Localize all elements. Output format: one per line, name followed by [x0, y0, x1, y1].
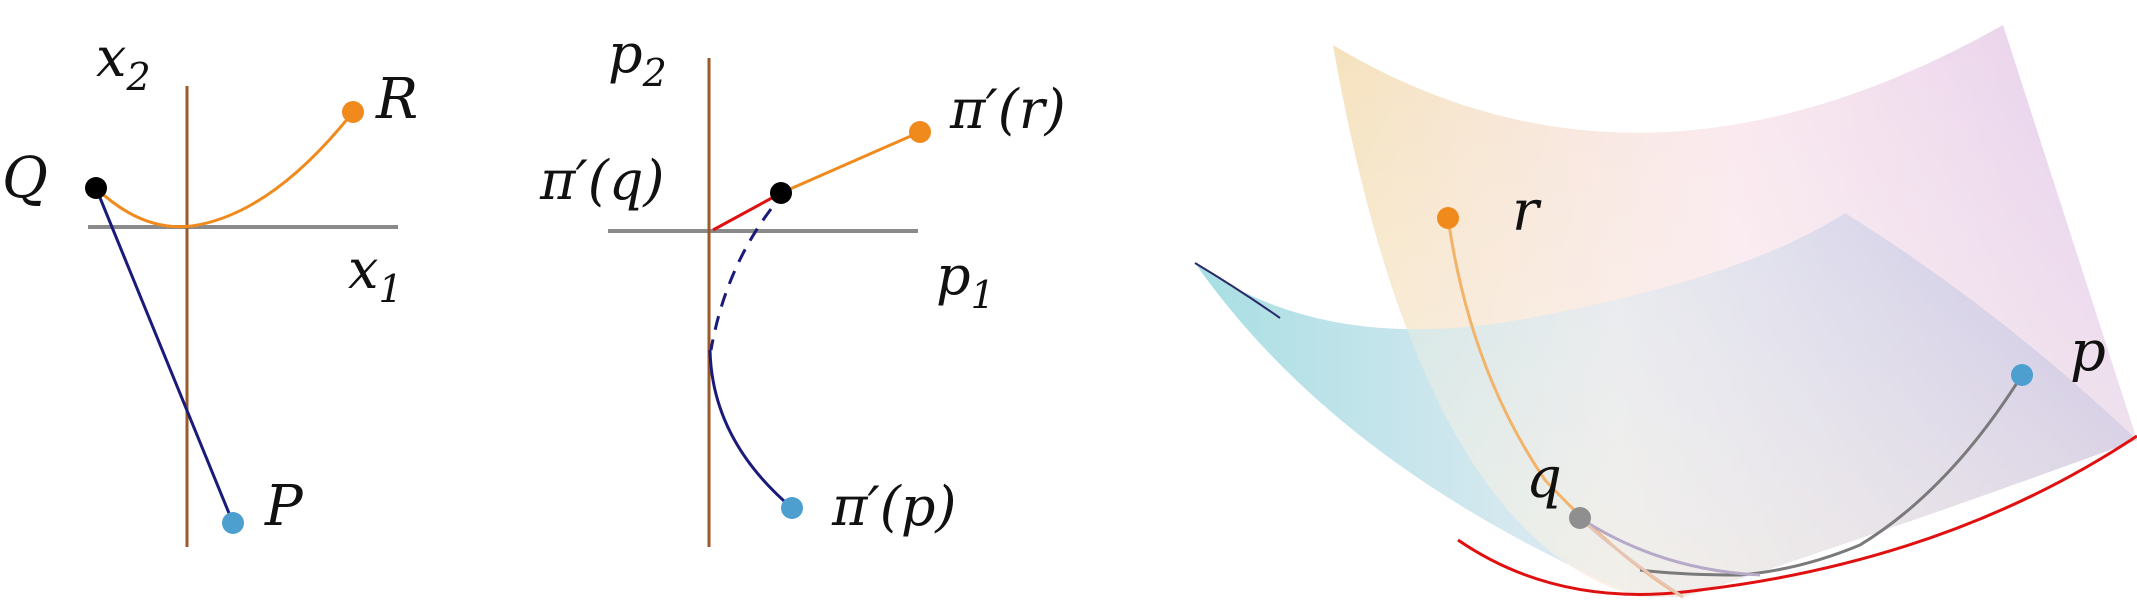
label-r: R [375, 67, 418, 132]
point-pi-r [909, 121, 931, 143]
point-pi-p [781, 497, 803, 519]
point-p-3d [2011, 364, 2033, 386]
faint-curve-q-b [1578, 516, 1684, 599]
orange-line-to-r [780, 130, 921, 195]
label-q-3d: q [1526, 446, 1562, 511]
label-p-3d: p [2070, 319, 2106, 384]
front-surface-edge [1194, 262, 1281, 319]
x2-axis-label: x2 [96, 26, 151, 99]
orange-curve-q-to-r [94, 111, 355, 229]
right-panel: r q p [1194, 25, 2137, 599]
navy-line-q-to-p [94, 187, 235, 524]
point-r-3d [1437, 207, 1459, 229]
red-boundary-curve [1457, 434, 2137, 596]
label-q: Q [2, 146, 48, 211]
point-pi-q [770, 182, 792, 204]
surface-shading [1333, 25, 2137, 597]
point-r [342, 101, 364, 123]
label-r-3d: r [1512, 179, 1542, 244]
left-panel: x2 x1 Q R P [2, 26, 418, 547]
navy-curve-to-p [708, 349, 793, 510]
gray-geodesic-p [1639, 374, 2024, 577]
label-pi-q: π′(q) [539, 149, 664, 212]
label-pi-p: π′(p) [831, 475, 956, 538]
faint-curve-q-a [1579, 516, 1761, 577]
point-q [85, 177, 107, 199]
x1-axis-label: x1 [348, 238, 403, 311]
p2-axis-label: p2 [608, 22, 667, 95]
middle-panel: p2 p1 π′(q) π′(r) π′(p) [539, 22, 1066, 547]
red-segment [712, 191, 782, 232]
point-q-3d [1569, 507, 1591, 529]
p1-axis-label: p1 [936, 244, 995, 317]
dashed-navy-curve [709, 208, 773, 351]
point-p [222, 512, 244, 534]
label-p: P [264, 474, 304, 539]
label-pi-r: π′(r) [949, 78, 1066, 141]
